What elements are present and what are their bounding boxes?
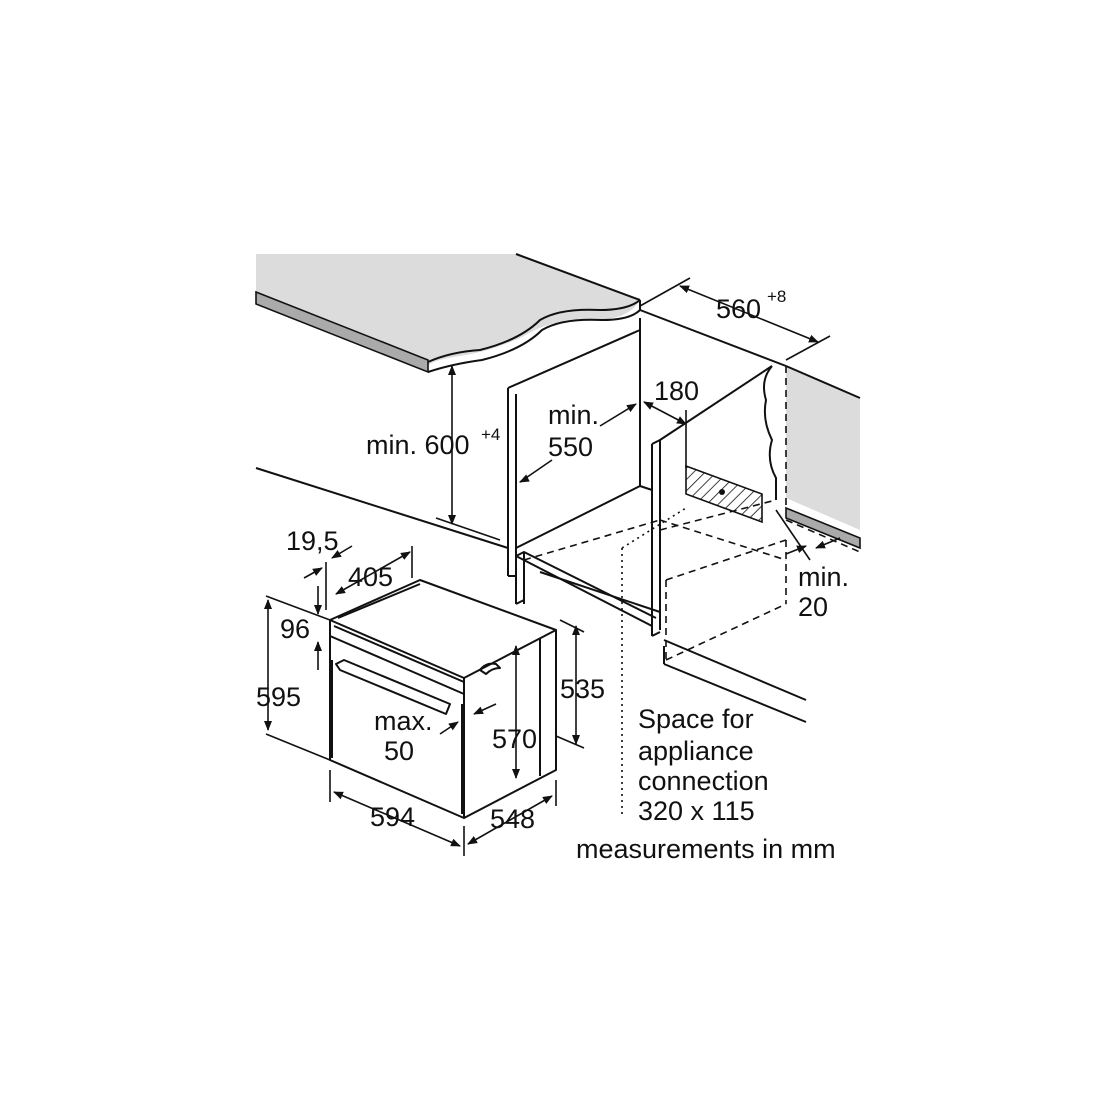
label-body-depth: 548 [490,804,535,834]
label-space-line1: Space for [638,704,754,734]
label-space-line4: 320 x 115 [638,796,755,826]
label-gap-line2: 20 [798,592,828,622]
worktop [255,253,641,374]
oven [329,579,557,819]
label-gap-line1: min. [798,562,849,592]
label-panel-height: 96 [280,614,310,644]
label-body-height: 570 [492,724,537,754]
label-socket-offset: 180 [654,376,699,406]
label-niche-width: 560 [716,294,761,324]
label-front-depth: 19,5 [286,526,339,556]
connection-socket [621,464,763,814]
right-cabinet-wall [763,365,861,553]
label-front-height: 595 [256,682,301,712]
label-space-line3: connection [638,766,769,796]
label-niche-height-tolerance: +4 [481,425,500,444]
label-handle-line2: 50 [384,736,414,766]
label-units: measurements in mm [576,834,836,864]
label-handle-line1: max. [374,706,433,736]
dimension-labels: 560 +8 min. 600 +4 min. 550 180 min. 20 … [256,287,849,864]
dimension-lines [264,277,841,856]
label-niche-width-tolerance: +8 [767,287,786,306]
label-panel-depth: 405 [348,562,393,592]
label-side-height: 535 [560,674,605,704]
label-niche-height: min. 600 [366,430,470,460]
label-niche-depth-line2: 550 [548,432,593,462]
label-space-line2: appliance [638,736,754,766]
label-niche-depth-line1: min. [548,400,599,430]
label-front-width: 594 [370,802,415,832]
niche-cabinet [255,309,807,723]
